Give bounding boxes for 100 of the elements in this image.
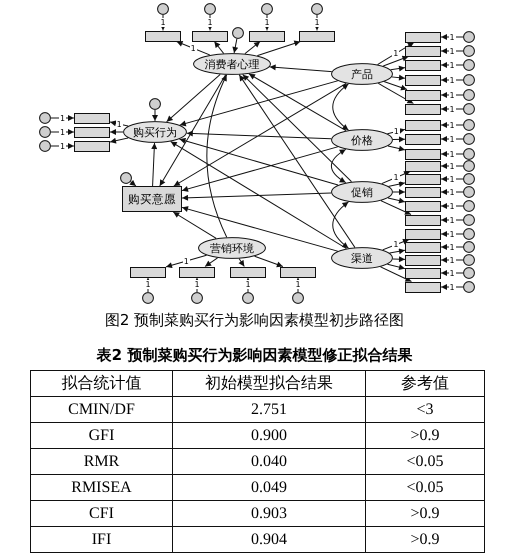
arrow <box>388 181 406 188</box>
edge-label: 1 <box>392 127 400 136</box>
arrow <box>386 264 406 270</box>
indicator-box <box>280 266 316 278</box>
error-circle <box>463 200 475 212</box>
arrow <box>378 82 414 104</box>
arrow <box>440 136 464 142</box>
covariance-arrow <box>332 201 349 249</box>
arrow <box>392 189 406 195</box>
arrow <box>390 66 406 72</box>
arrow <box>440 284 464 290</box>
arrow <box>440 48 464 54</box>
arrow <box>244 41 261 54</box>
arrow <box>440 257 464 263</box>
arrow <box>248 73 346 132</box>
indicator-box <box>74 140 110 152</box>
indicator-box <box>405 200 441 212</box>
arrow <box>182 206 338 252</box>
edge-label: 1 <box>190 44 197 53</box>
latent-ellipse: 购买行为 <box>123 121 187 143</box>
error-circle <box>463 228 475 240</box>
arrow <box>50 115 74 121</box>
error-circle <box>142 292 154 304</box>
indicator-box <box>405 32 441 42</box>
edge-label: 1 <box>448 134 456 144</box>
arrow <box>384 81 408 90</box>
arrow <box>242 74 352 182</box>
error-circle <box>463 160 475 172</box>
indicator-box <box>299 30 335 42</box>
arrow <box>440 62 464 68</box>
latent-ellipse: 消费者心理 <box>193 53 271 75</box>
edge-label: 1 <box>448 202 456 210</box>
edge-label: 1 <box>448 32 456 42</box>
indicator-box <box>249 30 285 42</box>
arrow <box>238 74 356 248</box>
latent-ellipse: 促销 <box>331 181 393 203</box>
arrow <box>392 256 406 262</box>
error-circle <box>463 103 475 115</box>
arrow <box>381 171 411 184</box>
arrow <box>382 56 409 66</box>
arrow <box>178 138 338 186</box>
arrow <box>179 80 338 126</box>
arrow <box>182 192 332 201</box>
error-circle <box>191 292 203 304</box>
error-circle <box>463 31 475 43</box>
latent-ellipse: 渠道 <box>331 247 393 269</box>
indicator-box <box>405 282 441 292</box>
indicator-box <box>405 74 441 86</box>
indicator-box <box>74 126 110 138</box>
arrow <box>110 137 129 144</box>
arrow <box>204 257 218 267</box>
arrow <box>182 146 338 192</box>
edge-label: 1 <box>182 256 190 266</box>
edge-label: 1 <box>392 173 400 182</box>
variable-box: 购买意愿 <box>122 186 182 212</box>
edge-label: 1 <box>59 142 66 150</box>
arrow <box>129 180 136 186</box>
error-circle <box>120 172 132 184</box>
edge-label: 1 <box>144 280 152 290</box>
table-cell: >0.9 <box>365 526 485 553</box>
arrow <box>254 256 284 268</box>
arrow <box>256 40 301 56</box>
edge-label: 1 <box>448 90 456 100</box>
covariance-arrow <box>206 74 228 238</box>
arrow <box>152 110 158 122</box>
arrow <box>440 217 464 223</box>
latent-ellipse: 营销环境 <box>198 237 266 259</box>
error-circle <box>463 89 475 101</box>
edge-label: 1 <box>448 104 456 114</box>
arrow <box>389 248 406 254</box>
error-circle <box>463 119 475 131</box>
error-circle <box>463 214 475 226</box>
arrow <box>176 40 210 56</box>
error-circle <box>463 133 475 145</box>
error-circle <box>311 3 323 15</box>
error-circle <box>463 186 475 198</box>
edge-label: 1 <box>448 60 456 70</box>
arrow <box>377 42 414 65</box>
error-circle <box>204 3 216 15</box>
arrow <box>380 200 412 215</box>
error-circle <box>463 74 475 86</box>
edge-label: 1 <box>448 174 456 184</box>
header-cell: 拟合统计值 <box>30 370 173 397</box>
indicator-box <box>130 266 166 278</box>
covariance-arrow <box>330 148 346 184</box>
arrow <box>166 74 221 122</box>
indicator-box <box>405 104 441 114</box>
indicator-box <box>145 30 181 42</box>
error-circle <box>463 45 475 57</box>
arrow <box>110 129 124 135</box>
arrow <box>440 77 464 83</box>
indicator-box <box>405 186 441 198</box>
covariance-arrow <box>332 83 349 131</box>
arrow <box>214 41 224 54</box>
latent-ellipse: 产品 <box>331 63 393 85</box>
edge-label: 1 <box>448 120 456 130</box>
edge-label: 1 <box>448 150 456 158</box>
indicator-box <box>405 134 441 144</box>
edge-label: 1 <box>448 256 456 264</box>
error-circle <box>463 59 475 71</box>
